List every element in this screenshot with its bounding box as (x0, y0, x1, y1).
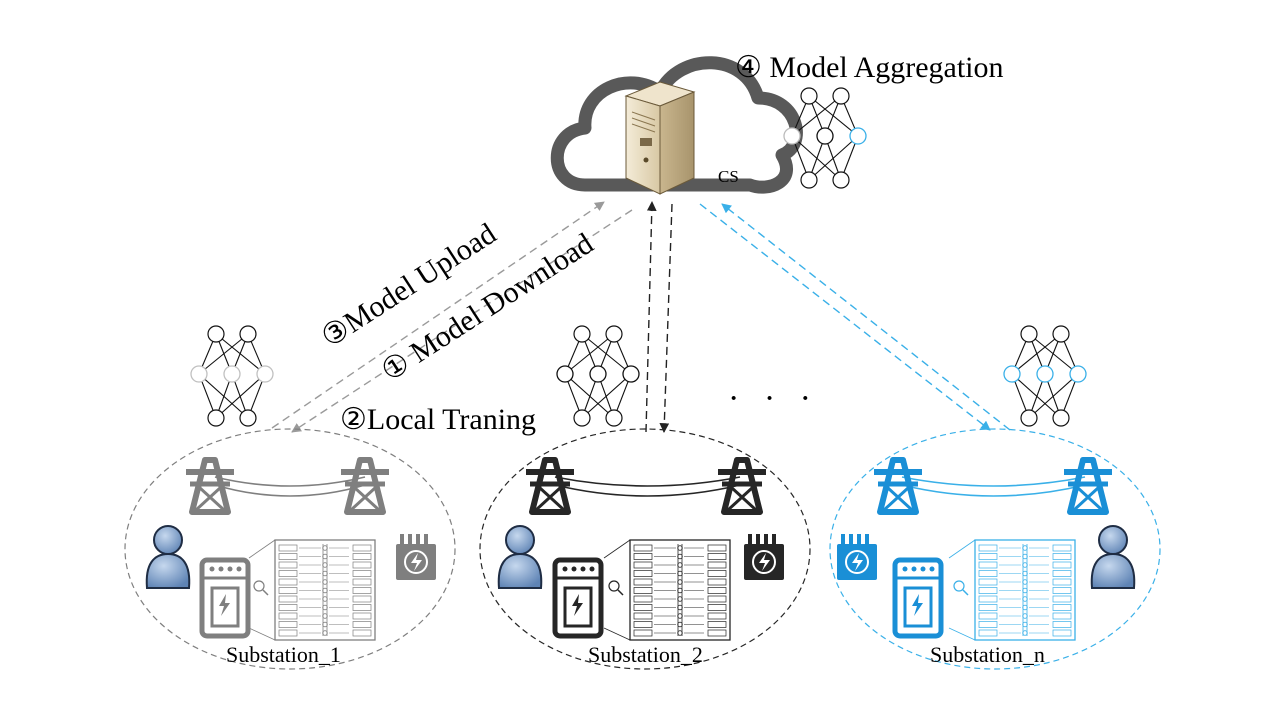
ellipsis: · · · (728, 380, 819, 417)
substation-n-label: Substation_n (930, 642, 1045, 667)
nn-node (832, 171, 850, 189)
transmission-tower-icon (186, 457, 234, 515)
meter-box-icon (199, 557, 251, 639)
transmission-tower-icon (341, 457, 389, 515)
substation-1 (145, 457, 436, 641)
server-label: CS (718, 167, 739, 186)
power-lines (214, 476, 366, 497)
power-lines (554, 476, 741, 497)
neural-network-icon-subn (1003, 325, 1087, 427)
substation-n-boundary (829, 428, 1161, 670)
transmission-tower-icon (526, 457, 574, 515)
nn-node (800, 87, 818, 105)
cloud-server (550, 56, 803, 195)
nn-node (1069, 365, 1087, 383)
cloud-icon (550, 56, 803, 194)
nn-node (816, 127, 834, 145)
arrow-download-sub1 (291, 209, 633, 433)
step-local-training: ②Local Traning (340, 403, 537, 436)
substation-2-label: Substation_2 (588, 642, 703, 667)
magnifier-icon (253, 580, 269, 596)
meter-box-icon (892, 557, 944, 639)
nn-node (1020, 409, 1038, 427)
nn-node (573, 325, 591, 343)
nn-node (1020, 325, 1038, 343)
neural-network-icon-sub1 (190, 325, 274, 427)
arrow-download-subn (699, 203, 991, 431)
user-icon (497, 525, 543, 589)
transmission-tower-icon (874, 457, 922, 515)
step-model-aggregation: ④ Model Aggregation (735, 51, 1004, 84)
user-icon (1090, 525, 1136, 589)
transformer-icon (396, 534, 436, 580)
substation-n (837, 457, 1136, 641)
nn-node (239, 325, 257, 343)
arrow-upload-sub1 (271, 201, 605, 429)
substation-1-boundary (124, 428, 456, 670)
nn-node (1052, 409, 1070, 427)
nn-node (605, 409, 623, 427)
neural-network-icon-sub2 (556, 325, 640, 427)
nn-node (832, 87, 850, 105)
terminal-panel-icon (248, 539, 376, 641)
transmission-tower-icon (718, 457, 766, 515)
nn-node (1052, 325, 1070, 343)
terminal-panel-icon (948, 539, 1076, 641)
nn-node (849, 127, 867, 145)
nn-node (605, 325, 623, 343)
nn-node (573, 409, 591, 427)
nn-node (256, 365, 274, 383)
meter-box-icon (552, 557, 604, 639)
arrow-upload-sub2 (645, 201, 657, 433)
magnifier-icon (608, 580, 624, 596)
nn-node (207, 325, 225, 343)
transformer-icon (837, 534, 877, 580)
nn-node (239, 409, 257, 427)
power-lines (901, 476, 1086, 497)
nn-node (800, 171, 818, 189)
substation-1-label: Substation_1 (226, 642, 341, 667)
nn-node (556, 365, 574, 383)
nn-node (783, 127, 801, 145)
nn-node (1036, 365, 1054, 383)
magnifier-icon (953, 580, 969, 596)
nn-node (207, 409, 225, 427)
nn-node (190, 365, 208, 383)
user-icon (145, 525, 191, 589)
nn-node (622, 365, 640, 383)
transformer-icon (744, 534, 784, 580)
substation-2 (497, 457, 784, 641)
nn-node (589, 365, 607, 383)
substation-2-boundary (479, 428, 811, 670)
transmission-tower-icon (1064, 457, 1112, 515)
arrow-download-sub2 (659, 203, 673, 433)
terminal-panel-icon (603, 539, 731, 641)
arrow-upload-subn (721, 203, 1011, 431)
nn-node (1003, 365, 1021, 383)
server-icon (624, 81, 696, 195)
neural-network-icon-aggregated (783, 87, 867, 189)
nn-node (223, 365, 241, 383)
